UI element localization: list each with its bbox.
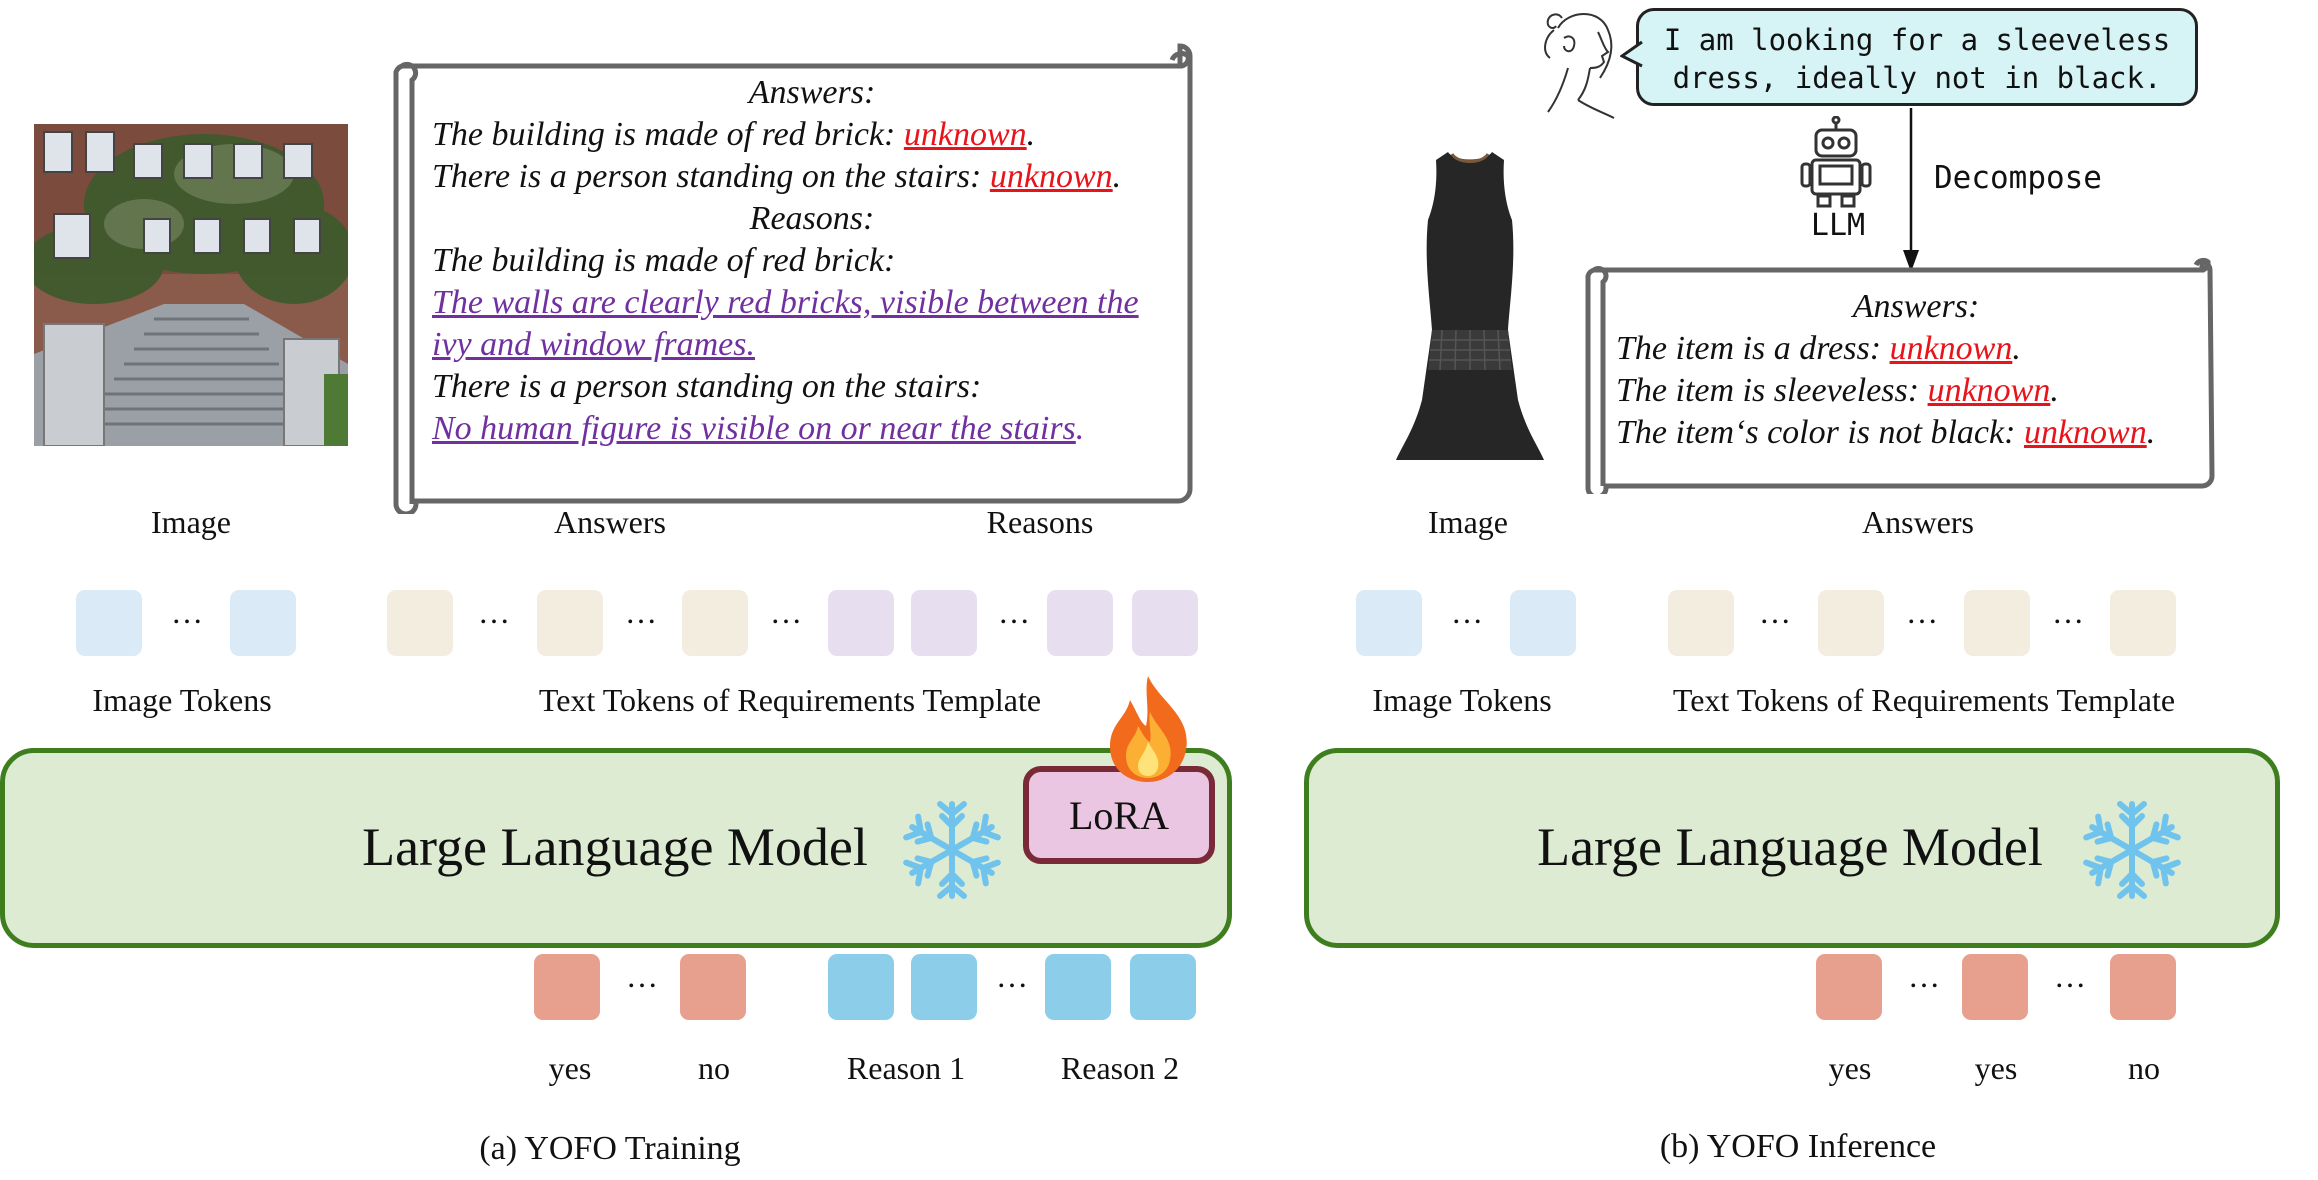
reason-output-token [1130, 954, 1196, 1020]
answer-line-3: The item‘s color is not black: unknown. [1616, 414, 2156, 451]
text-token [682, 590, 748, 656]
output-label-reason-2: Reason 2 [1060, 1050, 1180, 1086]
output-label-no: no [2128, 1050, 2160, 1086]
text-token [1818, 590, 1884, 656]
reason-2-prompt: There is a person standing on the stairs… [432, 368, 982, 405]
ellipsis: … [770, 594, 802, 630]
dress-photo [1392, 150, 1548, 466]
answer-line-2: There is a person standing on the stairs… [432, 158, 1122, 195]
image-token [76, 590, 142, 656]
image-tokens-label: Image Tokens [92, 682, 272, 718]
text-token [1964, 590, 2030, 656]
reason-output-token [911, 954, 977, 1020]
reasons-label: Reasons [986, 504, 1094, 540]
answers-label: Answers [1862, 504, 1974, 540]
reason-2-text: No human figure is visible on or near th… [432, 410, 1076, 447]
scroll-icon [380, 34, 1202, 517]
answers-label: Answers [554, 504, 666, 540]
answer-output-token [534, 954, 600, 1020]
answer-line-1: The building is made of red brick: unkno… [432, 116, 1036, 153]
output-label-no: no [698, 1050, 730, 1086]
ellipsis: … [171, 594, 203, 630]
reason-token [911, 590, 977, 656]
answer-line-1: The item is a dress: unknown. [1616, 330, 2021, 367]
reason-1-text-b: ivy and window frames. [432, 326, 755, 363]
unknown-value: unknown [2023, 414, 2147, 451]
caption-training: (a) YOFO Training [479, 1130, 741, 1167]
text-token [2110, 590, 2176, 656]
user-query-bubble: I am looking for a sleeveless dress, ide… [1636, 8, 2198, 106]
image-tokens-label: Image Tokens [1372, 682, 1552, 718]
training-scroll-text: Answers: The building is made of red bri… [432, 72, 1192, 450]
unknown-value: unknown [989, 158, 1113, 195]
output-label-yes: yes [548, 1050, 592, 1086]
answer-output-token [1962, 954, 2028, 1020]
snowflake-icon [2080, 798, 2184, 902]
ellipsis: … [1906, 594, 1938, 630]
output-label-yes: yes [1974, 1050, 2018, 1086]
snowflake-icon [900, 798, 1004, 902]
image-label: Image [151, 504, 231, 540]
bubble-tail [1619, 40, 1644, 70]
text-tokens-label: Text Tokens of Requirements Template [538, 682, 1042, 718]
ellipsis: … [998, 594, 1030, 630]
answers-header: Answers: [1852, 288, 1980, 325]
answers-header: Answers: [748, 74, 876, 111]
text-token [387, 590, 453, 656]
reason-token [1047, 590, 1113, 656]
ellipsis: … [625, 594, 657, 630]
caption-inference: (b) YOFO Inference [1659, 1128, 1937, 1165]
answer-output-token [2110, 954, 2176, 1020]
llm-agent-label: LLM [1810, 208, 1866, 243]
text-token [537, 590, 603, 656]
output-label-reason-1: Reason 1 [846, 1050, 966, 1086]
ellipsis: … [478, 594, 510, 630]
llm-box [1304, 748, 2280, 948]
fire-icon [1100, 672, 1196, 784]
decompose-label: Decompose [1934, 160, 2102, 196]
unknown-value: unknown [1889, 330, 2013, 367]
reasons-header: Reasons: [749, 200, 875, 237]
reason-token [828, 590, 894, 656]
llm-title: Large Language Model [1537, 817, 2043, 877]
reason-1-prompt: The building is made of red brick: [432, 242, 896, 279]
ellipsis: … [626, 958, 658, 994]
robot-icon [1798, 115, 1874, 208]
ellipsis: … [996, 958, 1028, 994]
answer-line-2: The item is sleeveless: unknown. [1616, 372, 2059, 409]
scroll-icon [1574, 254, 2222, 500]
building-photo [24, 124, 354, 447]
unknown-value: unknown [903, 116, 1027, 153]
lora-module: LoRA [1023, 766, 1215, 864]
inference-scroll-text: Answers: The item is a dress: unknown. T… [1616, 286, 2216, 454]
image-token [1510, 590, 1576, 656]
reason-1-text-a: The walls are clearly red bricks, visibl… [432, 284, 1139, 321]
reason-token [1132, 590, 1198, 656]
reason-2-line: No human figure is visible on or near th… [432, 410, 1085, 447]
image-label: Image [1428, 504, 1508, 540]
ellipsis: … [2052, 594, 2084, 630]
reason-output-token [828, 954, 894, 1020]
text-tokens-label: Text Tokens of Requirements Template [1672, 682, 2176, 718]
answer-output-token [680, 954, 746, 1020]
ellipsis: … [1908, 958, 1940, 994]
image-token [230, 590, 296, 656]
unknown-value: unknown [1927, 372, 2051, 409]
ellipsis: … [2054, 958, 2086, 994]
reason-output-token [1045, 954, 1111, 1020]
output-label-yes: yes [1828, 1050, 1872, 1086]
arrow-down-icon [1900, 108, 1922, 274]
answer-output-token [1816, 954, 1882, 1020]
image-token [1356, 590, 1422, 656]
woman-sketch-icon [1528, 8, 1628, 120]
ellipsis: … [1759, 594, 1791, 630]
text-token [1668, 590, 1734, 656]
llm-title: Large Language Model [362, 817, 868, 877]
ellipsis: … [1451, 594, 1483, 630]
